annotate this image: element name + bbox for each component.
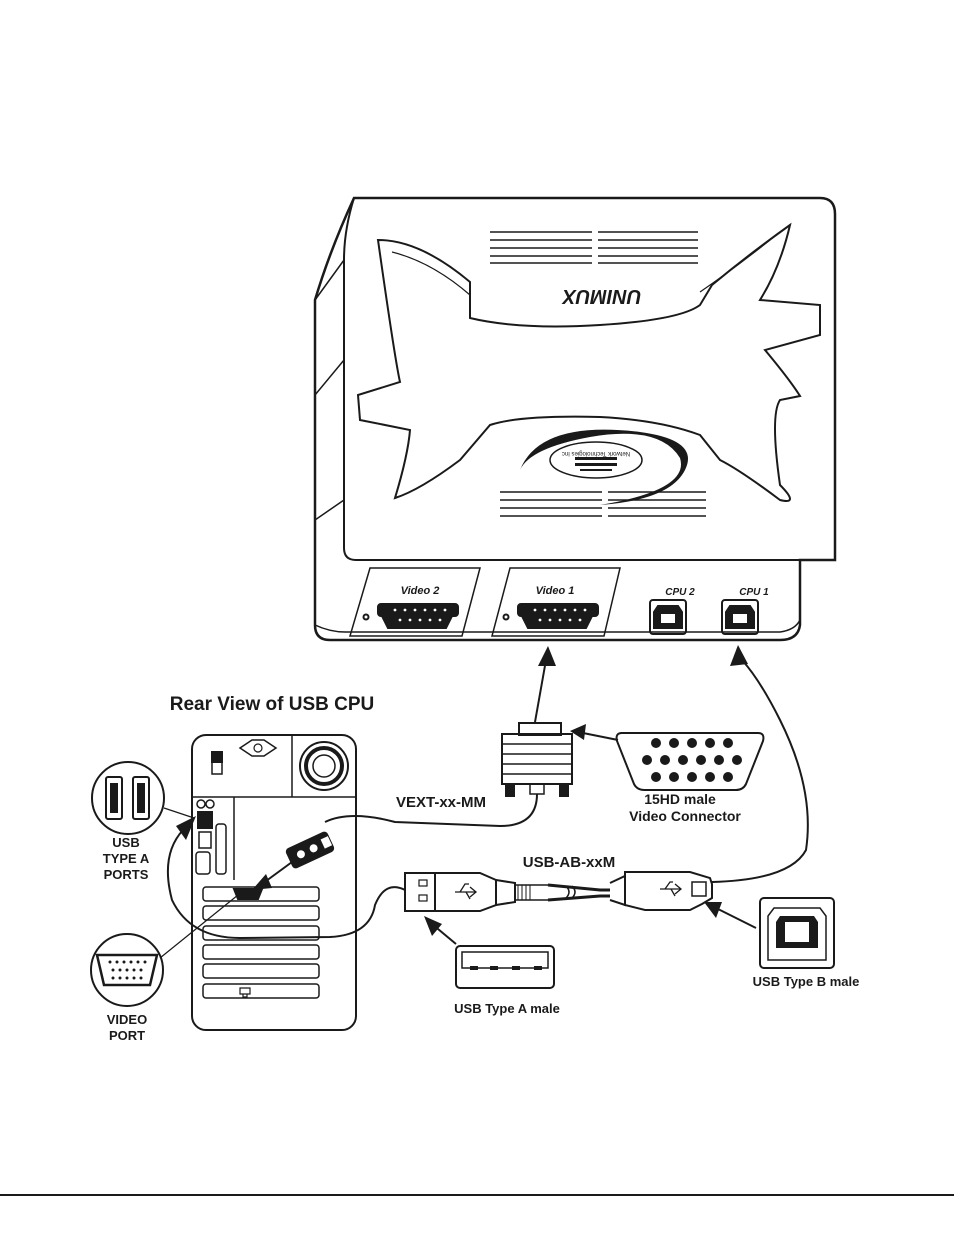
video-2-port[interactable] (362, 603, 459, 629)
ntl-logo: Network Technologies Inc (520, 429, 688, 505)
usb-ports-label-line1: USB (112, 835, 139, 850)
port-label-cpu-2: CPU 2 (665, 587, 695, 598)
port-label-video-1: Video 1 (536, 585, 575, 597)
usb-cable: USB-AB-xxM (166, 645, 809, 940)
video-1-port[interactable] (502, 603, 599, 629)
rear-view-title: Rear View of USB CPU (170, 694, 374, 715)
brand-label: UNIMUX (561, 285, 642, 307)
usb-type-b-callout: USB Type B male (704, 897, 860, 989)
usb-ports-label-line3: PORTS (104, 867, 149, 882)
cpu-2-port[interactable] (649, 599, 687, 635)
port-label-video-2: Video 2 (401, 585, 440, 597)
vext-cable-label: VEXT-xx-MM (396, 794, 486, 811)
kvm-switch: UNIMUX Network Technologies Inc (313, 196, 837, 642)
video-port-label-line2: PORT (109, 1028, 145, 1043)
cpu-video-port[interactable] (232, 888, 264, 900)
hd15-label-line2: Video Connector (629, 808, 741, 824)
usb-ports-label-line2: TYPE A (103, 851, 150, 866)
port-label-cpu-1: CPU 1 (739, 587, 769, 598)
hd15-label-line1: 15HD male (644, 791, 716, 807)
bottom-vents (500, 491, 706, 517)
footer-rule (0, 1194, 954, 1196)
logo-text: Network Technologies Inc (562, 450, 630, 456)
vext-cable: VEXT-xx-MM (252, 646, 619, 890)
usb-type-b-label: USB Type B male (753, 974, 860, 989)
cpu-1-port[interactable] (721, 599, 759, 635)
video-port-callout: VIDEO PORT (90, 894, 239, 1043)
video-port-label-line1: VIDEO (107, 1012, 147, 1027)
usb-cable-label: USB-AB-xxM (523, 854, 616, 871)
usb-type-a-ports[interactable] (197, 811, 213, 829)
top-vents (490, 231, 698, 264)
cpu-tower (191, 734, 357, 1031)
usb-type-a-label: USB Type A male (454, 1001, 560, 1016)
usb-type-a-callout: USB Type A male (424, 916, 560, 1016)
usb-ports-callout: USB TYPE A PORTS (91, 761, 195, 882)
hd15-connector-callout: 15HD male Video Connector (615, 732, 765, 824)
